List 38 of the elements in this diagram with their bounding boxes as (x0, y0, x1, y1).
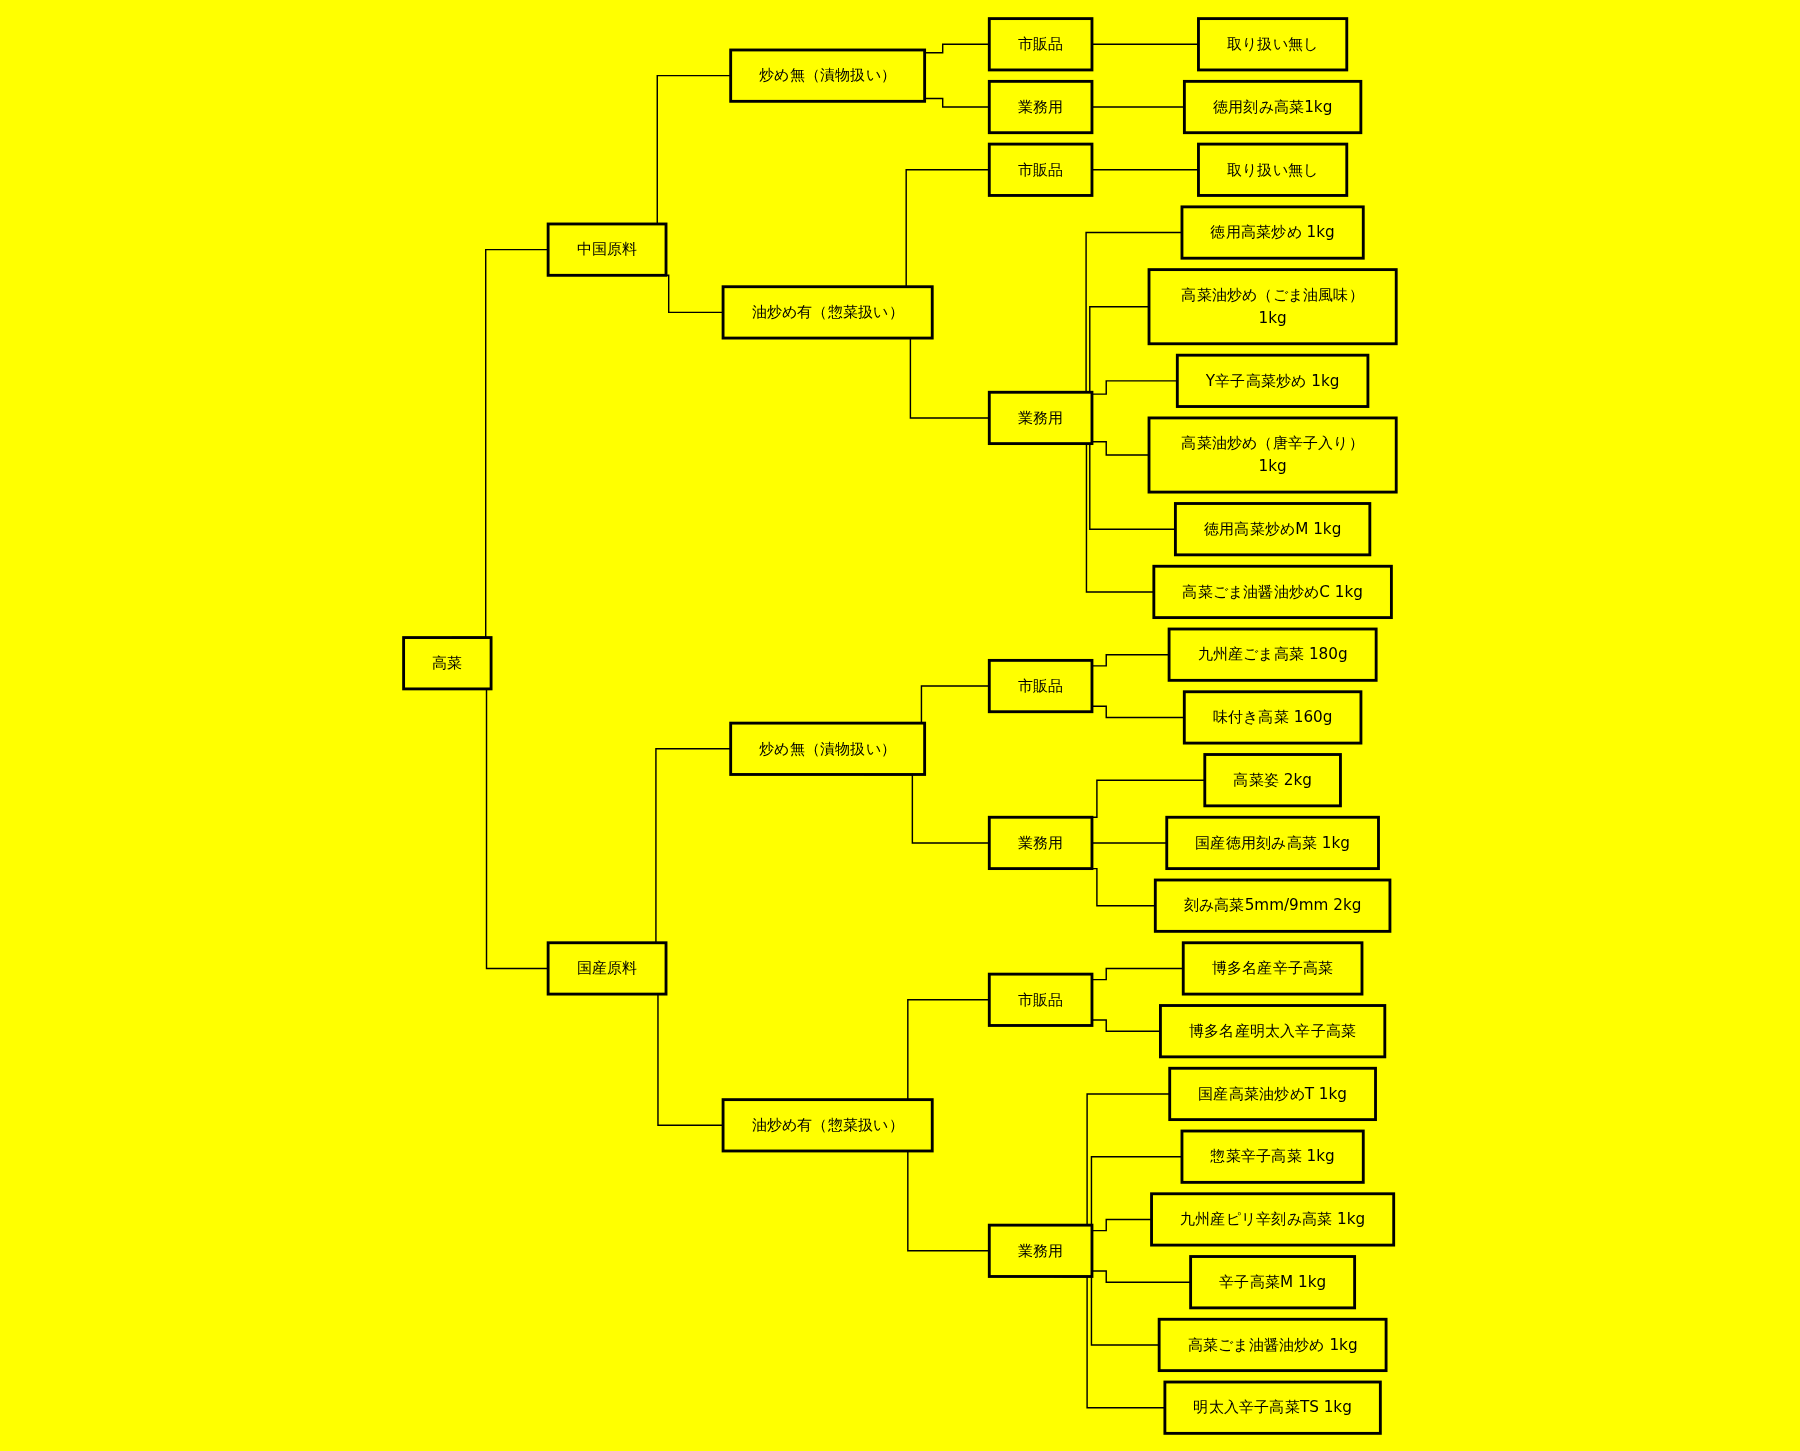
node-box: 取り扱い無し (1197, 142, 1349, 197)
node-box: 国産高菜油炒めT 1kg (1168, 1066, 1378, 1121)
node-box: 炒め無（漬物扱い） (729, 721, 927, 776)
node-box: 油炒め有（惣菜扱い） (721, 1097, 934, 1152)
connector (1091, 440, 1150, 456)
node-box: 市販品 (987, 16, 1094, 71)
node-box: 高菜姿 2kg (1203, 752, 1342, 807)
node-box: 刻み高菜5mm/9mm 2kg (1153, 878, 1392, 933)
node-box: 中国原料 (546, 222, 668, 277)
node-box: 国産原料 (546, 940, 668, 996)
node-box: 業務用 (987, 815, 1094, 870)
node-box: 惣菜辛子高菜 1kg (1180, 1129, 1365, 1184)
node-box: 市販品 (987, 142, 1094, 197)
node-box: 九州産ごま高菜 180g (1167, 627, 1378, 682)
node-box: Y辛子高菜炒め 1kg (1175, 353, 1370, 408)
node-box: 味付き高菜 160g (1182, 689, 1363, 745)
node-box: 炒め無（漬物扱い） (729, 48, 927, 103)
node-box: 高菜ごま油醤油炒めC 1kg (1152, 564, 1393, 619)
node-box: 博多名産辛子高菜 (1181, 940, 1364, 996)
node-box: 博多名産明太入辛子高菜 (1159, 1003, 1387, 1058)
node-box: 市販品 (987, 658, 1094, 713)
node-box: 市販品 (987, 972, 1094, 1027)
node-box: 業務用 (987, 390, 1094, 445)
node-box: 徳用高菜炒め 1kg (1180, 204, 1365, 260)
node-box: 業務用 (987, 79, 1094, 134)
node-box: 辛子高菜M 1kg (1189, 1254, 1357, 1309)
node-box: 業務用 (987, 1223, 1094, 1278)
node-box: 高菜ごま油醤油炒め 1kg (1157, 1317, 1388, 1372)
node-box: 九州産ピリ辛刻み高菜 1kg (1150, 1191, 1396, 1247)
node-box: 高菜油炒め（唐辛子入り）1kg (1147, 416, 1398, 494)
node-box: 油炒め有（惣菜扱い） (721, 284, 934, 339)
node-box: 高菜油炒め（ごま油風味）1kg (1147, 267, 1398, 345)
node-box: 高菜 (402, 635, 493, 690)
node-box: 徳用刻み高菜1kg (1183, 79, 1363, 134)
node-box: 取り扱い無し (1197, 16, 1349, 71)
node-box: 明太入辛子高菜TS 1kg (1163, 1380, 1382, 1435)
node-box: 国産徳用刻み高菜 1kg (1165, 815, 1380, 870)
node-box: 徳用高菜炒めM 1kg (1174, 501, 1372, 556)
